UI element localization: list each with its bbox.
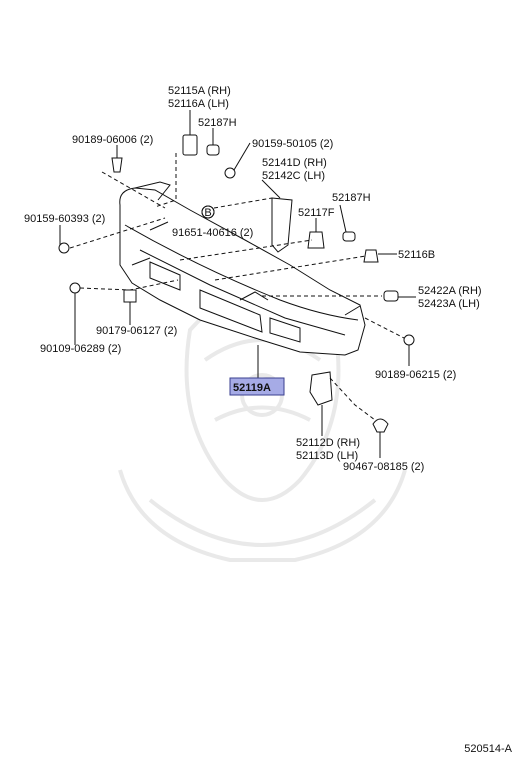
highlighted-part-box[interactable] (229, 377, 285, 396)
part-label-90109-06289[interactable]: 90109-06289 (2) (40, 343, 121, 355)
part-label-52112d[interactable]: 52112D (RH) (296, 437, 360, 449)
part-label-52116b[interactable]: 52116B (398, 249, 435, 261)
callout-circle (201, 205, 215, 219)
part-label-52187h-top[interactable]: 52187H (198, 117, 237, 129)
part-label-52423a[interactable]: 52423A (LH) (418, 298, 480, 310)
part-label-52115a[interactable]: 52115A (RH) (168, 85, 231, 97)
callout-b-label: B (204, 207, 211, 219)
part-label-90159-60393[interactable]: 90159-60393 (2) (24, 213, 105, 225)
part-label-52113d[interactable]: 52113D (LH) (296, 450, 358, 462)
part-label-90467-08185[interactable]: 90467-08185 (2) (343, 461, 424, 473)
part-label-52142c[interactable]: 52142C (LH) (262, 170, 325, 182)
part-label-52117f[interactable]: 52117F (298, 207, 335, 219)
part-label-52187h-right[interactable]: 52187H (332, 192, 371, 204)
watermark-emblem (118, 288, 407, 562)
part-label-52422a[interactable]: 52422A (RH) (418, 285, 482, 297)
part-label-90189-06006[interactable]: 90189-06006 (2) (72, 134, 153, 146)
part-label-52141d[interactable]: 52141D (RH) (262, 157, 327, 169)
part-label-91651-40616[interactable]: 91651-40616 (2) (172, 227, 253, 239)
bumper-cover-illustration (119, 181, 366, 356)
hardware-illustrations (58, 134, 415, 433)
leader-lines (59, 110, 416, 458)
figure-code: 520514-A (464, 743, 512, 755)
part-label-90179-06127[interactable]: 90179-06127 (2) (96, 325, 177, 337)
part-label-90189-06215[interactable]: 90189-06215 (2) (375, 369, 456, 381)
part-label-52116a[interactable]: 52116A (LH) (168, 98, 229, 110)
part-label-52119a[interactable]: 52119A (233, 382, 271, 394)
part-label-90159-50105[interactable]: 90159-50105 (2) (252, 138, 333, 150)
